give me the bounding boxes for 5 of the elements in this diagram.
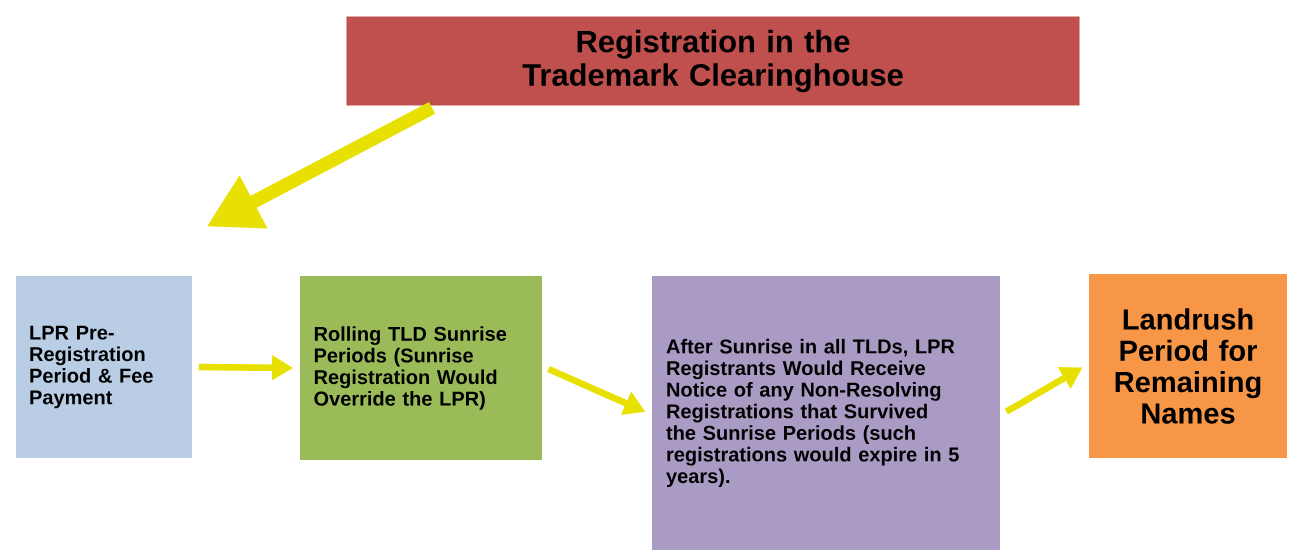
process-box: Rolling TLD Sunrise Periods (Sunrise Registration Would Override the LPR)	[296, 272, 546, 464]
title-box: Registration in the Trademark Clearinghouse	[342, 12, 1084, 110]
process-box: LPR Pre-Registration Period & Fee Payment	[12, 272, 196, 462]
process-box: Landrush Period for Remaining Names	[1085, 270, 1289, 462]
process-box: After Sunrise in all TLDs, LPR Registrants Would Receive Notice of any Non-Resolving Registrations that Survived the Sunrise Periods (such registrations would expire in 5 years).	[648, 272, 1004, 554]
